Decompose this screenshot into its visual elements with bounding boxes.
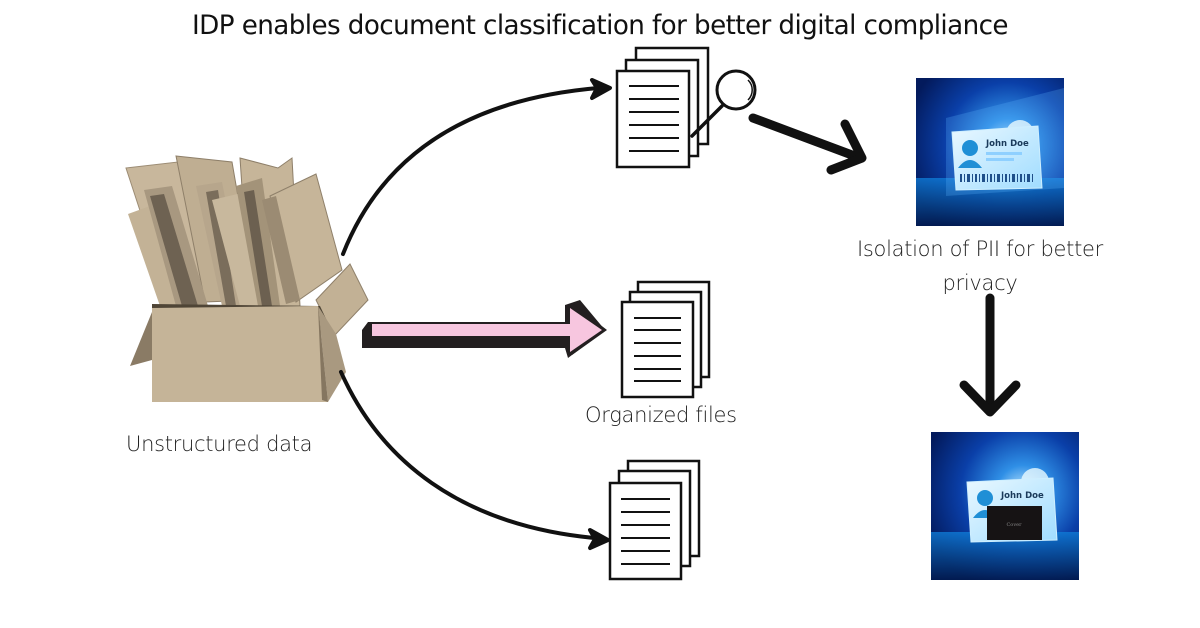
organized-files-icon xyxy=(620,280,711,399)
redacted-id-card-icon: John Doe Cover xyxy=(931,432,1079,580)
pink-block-arrow xyxy=(362,300,607,358)
document-stack-with-magnifier-icon xyxy=(615,46,757,169)
other-documents-icon xyxy=(608,459,701,581)
id-card-icon: John Doe xyxy=(916,78,1064,226)
curved-arrow-to-other-docs xyxy=(339,370,610,550)
pii-isolation-label: Isolation of PII for better privacy xyxy=(857,237,1103,295)
redacted-card-name: John Doe xyxy=(1000,491,1044,501)
redaction-block xyxy=(987,506,1042,540)
id-card-name: John Doe xyxy=(985,139,1029,149)
arrow-to-pii xyxy=(748,113,867,175)
cardboard-box-icon xyxy=(125,155,369,402)
arrow-to-redacted xyxy=(959,293,1021,417)
unstructured-data-label: Unstructured data xyxy=(126,432,313,456)
organized-files-label: Organized files xyxy=(585,403,737,427)
redaction-text: Cover xyxy=(1006,522,1022,528)
diagram-title: IDP enables document classification for … xyxy=(192,10,1009,41)
curved-arrow-to-classified xyxy=(341,78,612,256)
